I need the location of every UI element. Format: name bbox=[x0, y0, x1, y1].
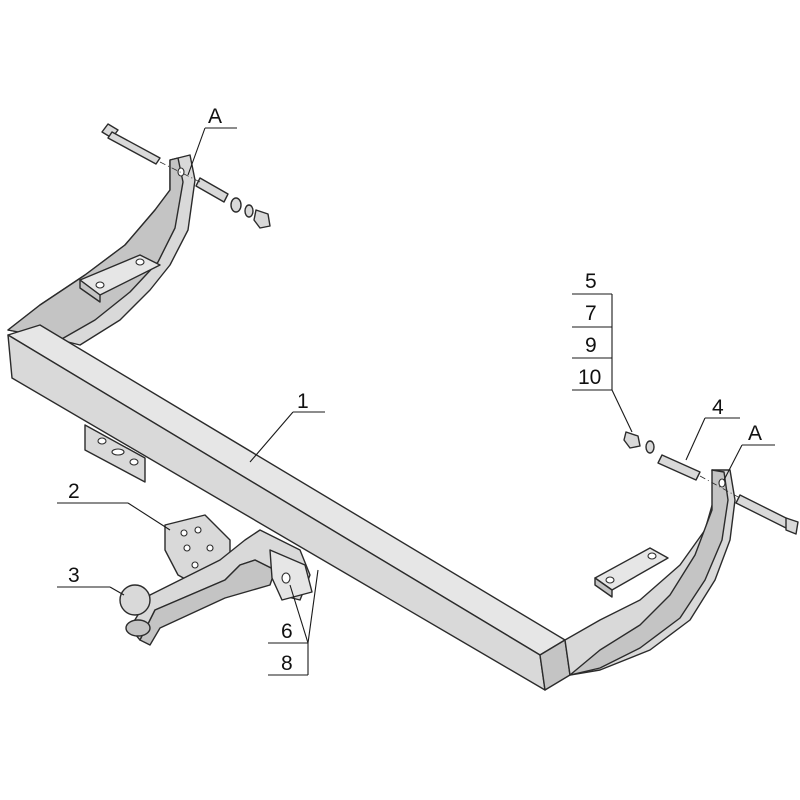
callout-1: 1 bbox=[297, 390, 309, 413]
callout-2: 2 bbox=[68, 480, 80, 503]
callout-3: 3 bbox=[68, 564, 80, 587]
right-bolt bbox=[623, 431, 799, 535]
left-bolt bbox=[101, 123, 271, 229]
callout-4: 4 bbox=[712, 396, 724, 419]
callout-7: 7 bbox=[585, 302, 597, 325]
leader-lines bbox=[57, 127, 775, 676]
callout-5: 5 bbox=[585, 270, 597, 293]
right-bracket bbox=[564, 469, 736, 676]
left-bracket bbox=[7, 154, 196, 346]
callout-a-right: A bbox=[748, 422, 762, 445]
lower-left-plate bbox=[84, 424, 146, 483]
tow-ball-arm bbox=[119, 529, 313, 646]
callout-10: 10 bbox=[578, 366, 601, 389]
callout-a-left: A bbox=[208, 105, 222, 128]
callout-8: 8 bbox=[281, 652, 293, 675]
callout-9: 9 bbox=[585, 334, 597, 357]
callout-6: 6 bbox=[281, 620, 293, 643]
